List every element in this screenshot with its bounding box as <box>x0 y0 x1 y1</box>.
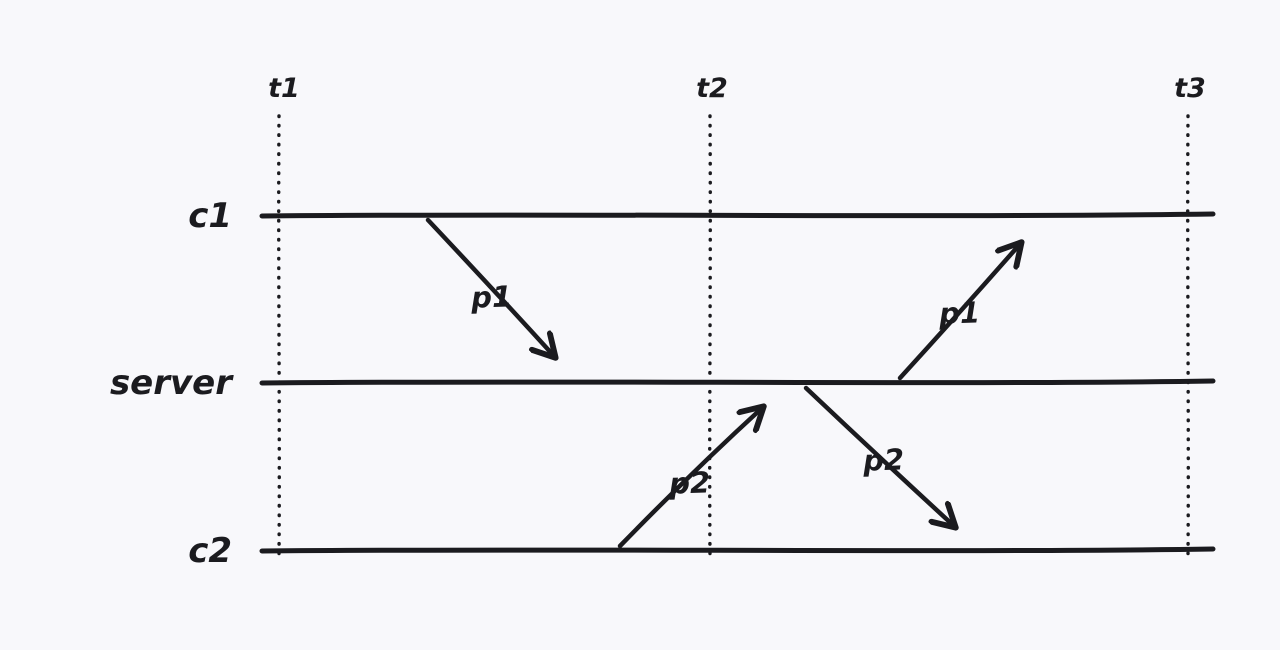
lane-label-server: server <box>110 363 234 403</box>
message-arrow-p2-c2-to-server <box>617 408 762 549</box>
time-line-t2 <box>708 114 712 558</box>
lane-line-server <box>259 378 1216 386</box>
lane-label-c2: c2 <box>188 531 232 571</box>
time-label-t1: t1 <box>268 73 300 104</box>
message-label-p1-up: p1 <box>938 295 981 330</box>
lane-line-c1 <box>259 211 1216 219</box>
message-label-p2-up: p2 <box>668 465 711 500</box>
time-label-t2: t2 <box>696 73 728 104</box>
lane-label-c1: c1 <box>188 196 232 236</box>
message-arrow-p1-server-to-c1 <box>897 244 1020 381</box>
message-arrow-p2-server-to-c2 <box>803 385 954 526</box>
message-label-p1-down: p1 <box>470 279 513 314</box>
time-line-t3 <box>1186 114 1190 558</box>
message-label-p2-down: p2 <box>862 442 905 477</box>
time-label-t3: t3 <box>1174 73 1206 104</box>
lane-line-c2 <box>259 546 1216 554</box>
time-line-t1 <box>277 114 281 558</box>
message-arrow-p1-c1-to-server <box>425 217 554 356</box>
